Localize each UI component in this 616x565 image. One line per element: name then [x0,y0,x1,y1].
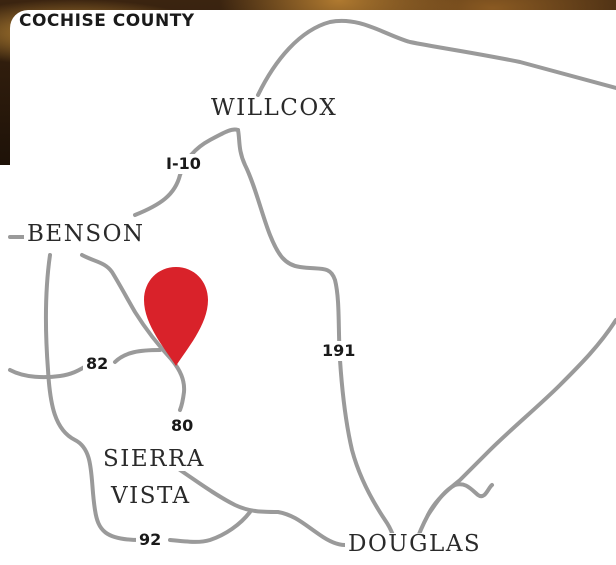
route-80-road [170,358,187,412]
city-label-benson: BENSON [24,223,148,246]
road-label-80: 80 [168,416,197,436]
map-title: COCHISE COUNTY [19,11,195,31]
route-92-road [168,468,347,547]
road-label-i10: I-10 [163,154,204,174]
city-label-sierra-vista-line1: SIERRA [100,448,208,471]
road-label-191: 191 [319,341,359,361]
city-label-sierra-vista-line2: VISTA [108,485,194,508]
route-191-road [236,128,397,547]
city-label-douglas: DOUGLAS [345,533,485,556]
location-pin-icon[interactable] [144,267,208,366]
road-label-82: 82 [83,354,112,374]
douglas-east-road [426,482,494,517]
benson-junction-road [80,253,174,362]
road-label-92: 92 [136,530,165,550]
city-label-willcox: WILLCOX [208,97,341,120]
